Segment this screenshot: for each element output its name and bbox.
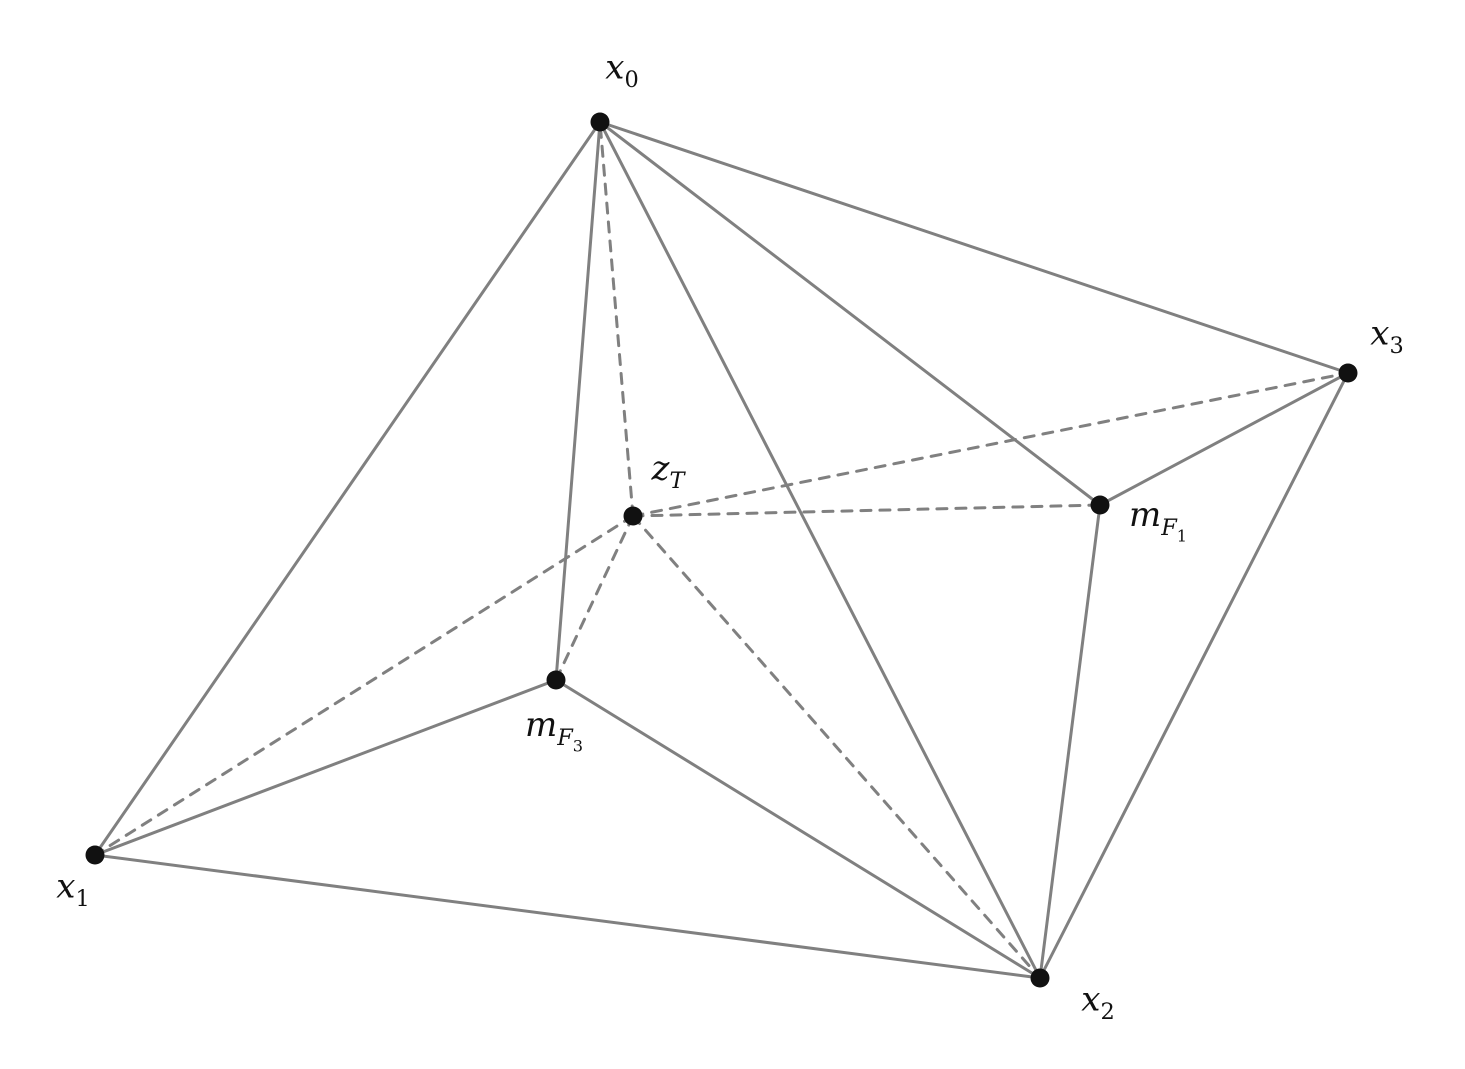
point-x0 — [590, 112, 610, 132]
edge-zT-x0-dashed — [598, 120, 635, 518]
point-x2 — [1030, 968, 1050, 988]
edge-x1-mF3-solid — [93, 678, 558, 857]
edge-x0-mF3-solid — [554, 120, 602, 682]
edge-x0-mF1-solid — [598, 120, 1102, 507]
label-x0: x0 — [605, 47, 639, 94]
edge-x2-mF3-solid — [554, 678, 1042, 980]
edge-x2-x3-solid — [1038, 371, 1350, 980]
label-x1: x1 — [56, 866, 90, 913]
edge-x2-mF1-solid — [1038, 503, 1102, 980]
point-zT — [623, 506, 643, 526]
edge-zT-mF1-dashed — [631, 503, 1102, 518]
label-mF3: mF3 — [524, 704, 584, 756]
label-mF1: mF1 — [1128, 494, 1188, 546]
point-mF3 — [546, 670, 566, 690]
edge-zT-mF3-dashed — [554, 514, 635, 682]
edge-x0-x1-solid — [93, 120, 602, 857]
label-x2: x2 — [1081, 979, 1115, 1026]
point-mF1 — [1090, 495, 1110, 515]
edge-x0-x2-solid — [598, 120, 1042, 980]
edge-zT-x2-dashed — [631, 514, 1042, 980]
edge-x1-x2-solid — [93, 853, 1042, 980]
point-x1 — [85, 845, 105, 865]
edge-x0-x3-solid — [598, 120, 1350, 375]
edge-zT-x1-dashed — [93, 514, 635, 857]
point-x3 — [1338, 363, 1358, 383]
edge-x3-mF1-solid — [1098, 371, 1350, 507]
label-x3: x3 — [1370, 313, 1404, 360]
edge-zT-x3-dashed — [631, 371, 1350, 518]
label-zT: zT — [651, 448, 685, 495]
